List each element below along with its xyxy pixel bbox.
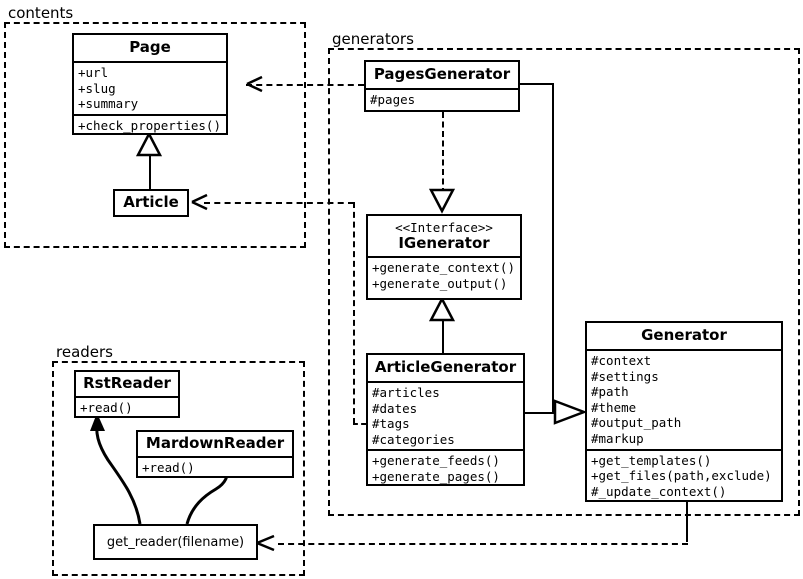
operation: +read() [80, 400, 133, 415]
package-readers-border [52, 361, 305, 576]
attribute: +summary [78, 96, 139, 112]
gen-pagesgenerator-generator-seg2 [552, 83, 554, 413]
attribute: #articles [372, 385, 440, 400]
class-article-generator-operations: +generate_feeds() +generate_pages() [368, 451, 523, 486]
attribute: #path [591, 384, 629, 400]
package-generators-border [328, 48, 800, 516]
attribute: #settings [591, 368, 659, 384]
operation: +generate_pages() [372, 468, 500, 484]
gen-articlegenerator-igenerator-line [442, 320, 444, 353]
class-rst-reader-operations: +read() [76, 398, 178, 418]
class-generator-operations: +get_templates() +get_files(path,exclude… [587, 451, 781, 502]
class-igenerator-title: IGenerator [398, 234, 490, 252]
attribute: #pages [370, 92, 416, 107]
class-article-title: Article [123, 193, 179, 211]
class-article-generator-attributes: #articles #dates #tags #categories [368, 383, 523, 452]
class-rst-reader-title: RstReader [76, 372, 178, 398]
class-igenerator-header: <<Interface>> IGenerator [368, 216, 520, 258]
function-get-reader-label: get_reader(filename) [106, 534, 245, 550]
class-igenerator-operations: +generate_context() +generate_output() [368, 258, 520, 293]
class-pages-generator-attributes: #pages [366, 90, 518, 110]
operation: +generate_feeds() [372, 453, 500, 469]
class-mardown-reader-title: MardownReader [138, 432, 292, 458]
operation: +get_templates() [591, 452, 712, 468]
class-generator[interactable]: Generator #context #settings #path #them… [585, 321, 783, 502]
class-page-attributes: +url +slug +summary [74, 63, 226, 116]
class-igenerator-stereotype: <<Interface>> [395, 220, 493, 235]
dep-pagesgenerator-page-line [246, 84, 364, 86]
package-generators: generators [328, 32, 800, 516]
package-readers: readers [52, 345, 305, 576]
attribute: #context [591, 353, 652, 368]
dep-articlegenerator-article-seg1 [204, 202, 354, 204]
class-generator-title: Generator [587, 323, 781, 351]
class-mardown-reader[interactable]: MardownReader +read() [136, 430, 294, 478]
attribute: +slug [78, 80, 116, 96]
attribute: +url [78, 65, 109, 80]
attribute: #categories [372, 431, 455, 447]
attribute: #theme [591, 399, 637, 415]
attribute: #output_path [591, 415, 682, 431]
attribute: #markup [591, 430, 644, 446]
class-mardown-reader-operations: +read() [138, 458, 292, 478]
package-contents-label: contents [8, 4, 76, 22]
package-readers-label: readers [56, 343, 115, 361]
operation: +generate_context() [372, 260, 515, 275]
class-page[interactable]: Page +url +slug +summary +check_properti… [72, 33, 228, 135]
dep-generator-getreader-stub [686, 502, 688, 542]
operation: +read() [142, 460, 195, 475]
class-article[interactable]: Article [113, 189, 189, 217]
class-article-generator-title: ArticleGenerator [368, 355, 523, 383]
class-igenerator[interactable]: <<Interface>> IGenerator +generate_conte… [366, 214, 522, 300]
operation: +get_files(path,exclude) [591, 468, 772, 484]
function-get-reader[interactable]: get_reader(filename) [93, 524, 258, 560]
class-pages-generator-title: PagesGenerator [366, 62, 518, 90]
gen-articlegenerator-generator-seg1 [525, 412, 554, 414]
gen-pagesgenerator-generator-seg1 [518, 83, 554, 85]
attribute: #tags [372, 416, 410, 432]
dep-articlegenerator-article-seg2 [353, 202, 355, 424]
class-generator-attributes: #context #settings #path #theme #output_… [587, 351, 781, 451]
class-rst-reader[interactable]: RstReader +read() [74, 370, 180, 418]
real-pagesgenerator-igenerator-line [442, 112, 444, 194]
class-pages-generator[interactable]: PagesGenerator #pages [364, 60, 520, 112]
class-article-generator[interactable]: ArticleGenerator #articles #dates #tags … [366, 353, 525, 486]
class-page-title: Page [74, 35, 226, 63]
operation: #_update_context() [591, 483, 727, 499]
class-page-operations: +check_properties() [74, 116, 226, 136]
dep-generator-getreader-line [278, 543, 688, 545]
package-generators-label: generators [332, 30, 416, 48]
operation: +check_properties() [78, 117, 221, 133]
gen-article-page-line [149, 152, 151, 189]
dep-articlegenerator-article-seg3 [353, 423, 366, 425]
package-contents-border [4, 22, 306, 248]
package-contents: contents [4, 6, 306, 248]
attribute: #dates [372, 400, 418, 416]
operation: +generate_output() [372, 275, 508, 291]
